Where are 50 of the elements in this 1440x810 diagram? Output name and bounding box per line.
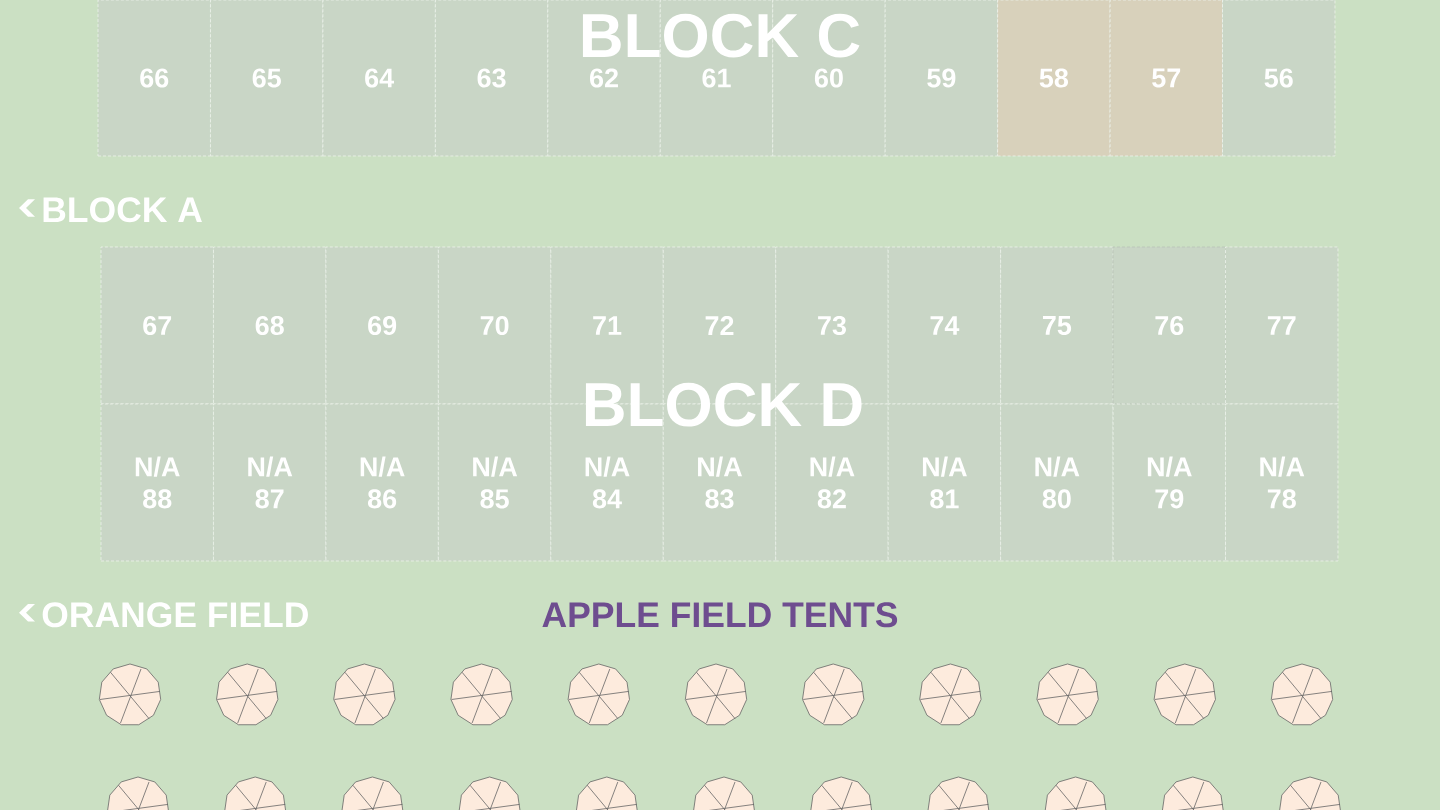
stall-box: N/A 78 [1225, 403, 1339, 562]
tent-icon [1270, 663, 1334, 726]
tent-icon [575, 776, 638, 810]
stall-box: N/A 86 [325, 403, 439, 562]
stall-box: 70 [437, 246, 552, 405]
tent-icon [224, 776, 287, 810]
stall-box: N/A 81 [887, 403, 1001, 562]
tent-icon [567, 663, 630, 726]
stall-box: 63 [434, 0, 549, 157]
section-heading: APPLE FIELD TENTS [542, 602, 898, 628]
tent-icon [98, 663, 162, 726]
tent-icon [216, 663, 279, 726]
stall-box: 74 [887, 246, 1001, 405]
tent-icon [919, 663, 982, 726]
tent-icon [684, 663, 748, 726]
tent-icon [802, 663, 865, 726]
stall-box: 57 [1109, 0, 1223, 157]
stall-box: N/A 87 [213, 403, 327, 562]
tent-icon [1044, 776, 1107, 810]
tent-icon [1153, 663, 1216, 726]
tent-icon [1278, 776, 1342, 810]
tent-icon [106, 776, 170, 810]
tent-icon [692, 776, 756, 810]
stall-box: 58 [997, 0, 1111, 157]
stall-box: 66 [97, 0, 211, 157]
tent-icon [1036, 663, 1099, 726]
stall-box: N/A 79 [1112, 403, 1226, 562]
stall-box: 75 [1000, 246, 1114, 405]
stall-box: 65 [210, 0, 324, 157]
tent-icon [1161, 776, 1224, 810]
tent-icon [927, 776, 990, 810]
stall-box: 56 [1222, 0, 1336, 157]
tent-icon [450, 663, 513, 726]
stall-box: 69 [325, 246, 439, 405]
stall-box: 59 [884, 0, 998, 157]
stall-box: 68 [213, 246, 327, 405]
tent-icon [810, 776, 873, 810]
tent-icon [333, 663, 396, 726]
area-label: BLOCK A [43, 197, 202, 223]
tent-icon [458, 776, 521, 810]
stall-box: 76 [1112, 246, 1226, 405]
stall-box: N/A 88 [100, 403, 214, 562]
stall-box: 67 [100, 246, 214, 405]
stall-box: N/A 80 [1000, 403, 1114, 562]
block-heading: BLOCK C [582, 13, 860, 58]
stall-box: 64 [322, 0, 436, 157]
tent-icon [341, 776, 404, 810]
stall-box: 77 [1225, 246, 1339, 405]
area-label: ORANGE FIELD [42, 602, 308, 628]
stall-box: N/A 85 [437, 403, 552, 562]
